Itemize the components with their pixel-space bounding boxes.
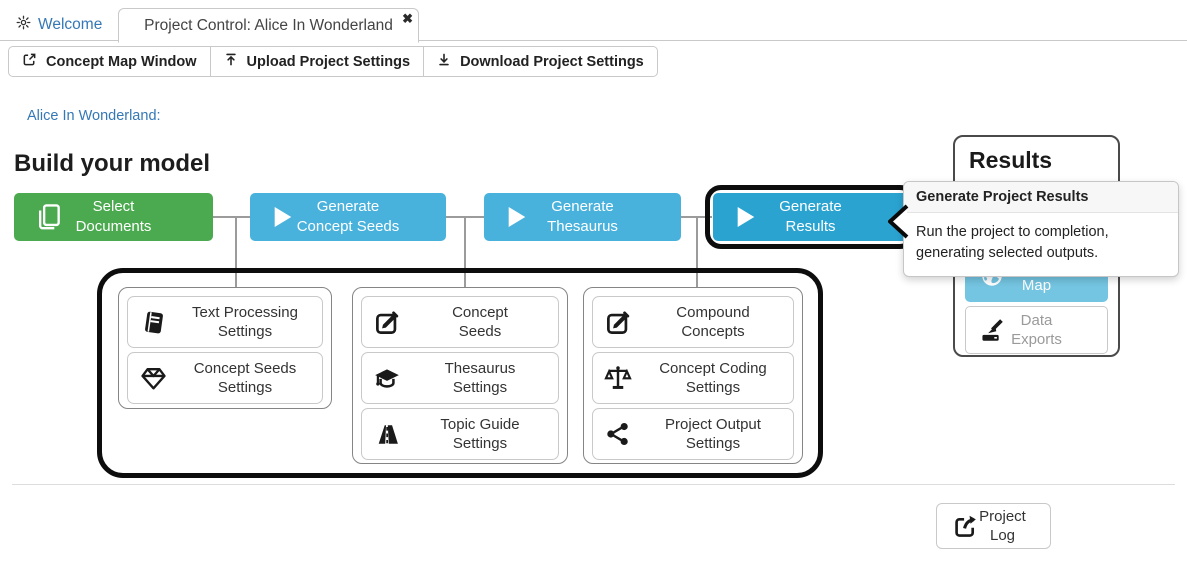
scales-icon (593, 364, 643, 392)
connector-line (696, 216, 698, 288)
generate-concept-seeds-button[interactable]: Generate Concept Seeds (250, 193, 446, 241)
tooltip-body: Run the project to completion, generatin… (916, 224, 1109, 262)
page-title: Build your model (14, 150, 211, 177)
project-output-settings-label: Project Output Settings (665, 415, 761, 453)
section-divider (12, 484, 1175, 485)
tab-welcome[interactable]: Welcome (16, 12, 102, 38)
connector-line (213, 216, 250, 218)
concept-seeds-settings-label: Concept Seeds Settings (193, 359, 297, 397)
generate-results-button[interactable]: Generate Results (713, 193, 908, 241)
play-icon (504, 205, 529, 230)
book-icon (128, 309, 178, 336)
settings-group-thesaurus: Concept Seeds Thesaurus Settings Topic G… (352, 287, 568, 464)
connector-line (464, 216, 466, 288)
generate-thesaurus-button[interactable]: Generate Thesaurus (484, 193, 681, 241)
concept-map-window-label: Concept Map Window (46, 53, 197, 70)
toolbar: Concept Map Window Upload Project Settin… (8, 46, 658, 77)
upload-project-settings-button[interactable]: Upload Project Settings (209, 46, 425, 77)
share-icon (593, 421, 643, 447)
concept-seeds-settings-button[interactable]: Concept Seeds Settings (127, 352, 323, 404)
concept-seeds-button[interactable]: Concept Seeds (361, 296, 559, 348)
tab-project-control-label: Project Control: Alice In Wonderland (144, 16, 393, 34)
data-exports-label: Data Exports (1011, 311, 1062, 349)
download-project-settings-label: Download Project Settings (460, 53, 644, 70)
text-processing-settings-label: Text Processing Settings (192, 303, 298, 341)
upload-project-settings-label: Upload Project Settings (246, 53, 411, 70)
edit-icon (593, 309, 643, 336)
road-icon (362, 421, 412, 448)
open-window-icon (22, 52, 37, 71)
generate-thesaurus-label: Generate Thesaurus (547, 198, 618, 235)
text-processing-settings-button[interactable]: Text Processing Settings (127, 296, 323, 348)
concept-coding-settings-button[interactable]: Concept Coding Settings (592, 352, 794, 404)
project-output-settings-button[interactable]: Project Output Settings (592, 408, 794, 460)
download-project-settings-button[interactable]: Download Project Settings (423, 46, 658, 77)
project-log-button[interactable]: Project Log (936, 503, 1051, 549)
generate-concept-seeds-label: Generate Concept Seeds (296, 198, 400, 235)
thesaurus-settings-button[interactable]: Thesaurus Settings (361, 352, 559, 404)
edit-icon (362, 309, 412, 336)
results-title: Results (969, 147, 1053, 173)
generate-results-label: Generate Results (779, 198, 842, 235)
concept-seeds-label: Concept Seeds (452, 303, 508, 341)
documents-icon (34, 203, 63, 232)
gear-icon (16, 15, 31, 35)
play-icon (733, 205, 758, 230)
data-exports-button[interactable]: Data Exports (965, 306, 1108, 354)
upload-icon (224, 52, 238, 71)
settings-group-results: Compound Concepts Concept Coding Setting… (583, 287, 803, 464)
select-documents-label: Select Documents (75, 198, 152, 235)
concept-coding-settings-label: Concept Coding Settings (659, 359, 767, 397)
tooltip-generate-project-results: Generate Project Results Run the project… (903, 181, 1179, 278)
compound-concepts-label: Compound Concepts (676, 303, 750, 341)
connector-line (235, 216, 237, 288)
concept-map-window-button[interactable]: Concept Map Window (8, 46, 211, 77)
settings-group-documents: Text Processing Settings Concept Seeds S… (118, 287, 332, 409)
data-exports-icon (980, 317, 1006, 343)
topic-guide-settings-button[interactable]: Topic Guide Settings (361, 408, 559, 460)
gem-icon (128, 365, 178, 392)
thesaurus-settings-label: Thesaurus Settings (444, 359, 516, 397)
tabbar-divider (0, 40, 1187, 41)
download-icon (437, 52, 451, 71)
project-name-link[interactable]: Alice In Wonderland: (27, 108, 161, 124)
play-icon (270, 205, 295, 230)
close-icon[interactable]: ✖ (402, 11, 413, 26)
project-log-icon (953, 514, 978, 539)
compound-concepts-button[interactable]: Compound Concepts (592, 296, 794, 348)
topic-guide-settings-label: Topic Guide Settings (440, 415, 520, 453)
tab-project-control[interactable]: Project Control: Alice In Wonderland ✖ (118, 8, 419, 43)
project-log-label: Project Log (979, 507, 1026, 545)
graduation-cap-icon (362, 365, 412, 392)
tab-welcome-label: Welcome (38, 16, 103, 33)
select-documents-button[interactable]: Select Documents (14, 193, 213, 241)
tooltip-title: Generate Project Results (904, 182, 1178, 213)
